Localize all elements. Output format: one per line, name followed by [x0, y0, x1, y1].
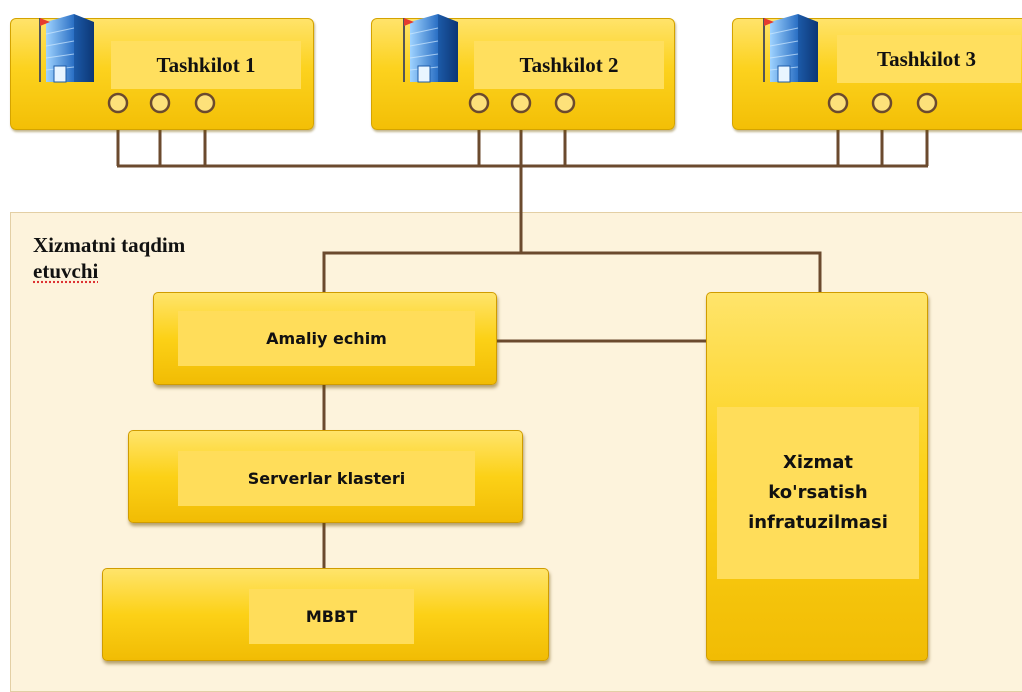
solution-label: Amaliy echim — [178, 311, 475, 366]
office-building-icon — [39, 14, 94, 83]
provider-title-line1: Xizmatni taqdim — [33, 233, 186, 257]
port-circle — [554, 92, 576, 114]
service-infrastructure-label: Xizmat ko'rsatish infratuzilmasi — [717, 407, 919, 579]
port-circles — [107, 92, 938, 114]
port-circle — [916, 92, 938, 114]
organization-label: Tashkilot 1 — [111, 41, 301, 89]
server-cluster-box: Serverlar klasteri — [128, 430, 523, 523]
provider-title: Xizmatni taqdim etuvchi — [33, 232, 185, 284]
organization-label: Tashkilot 3 — [837, 35, 1021, 83]
port-circle — [827, 92, 849, 114]
service-infrastructure-line2: ko'rsatish — [768, 482, 868, 503]
port-circle — [194, 92, 216, 114]
server-cluster-label: Serverlar klasteri — [178, 451, 475, 506]
office-building-icon — [403, 14, 458, 83]
office-building-icon — [763, 14, 818, 83]
port-circle — [107, 92, 129, 114]
service-infrastructure-line1: Xizmat — [782, 452, 854, 473]
service-infrastructure-box: Xizmat ko'rsatish infratuzilmasi — [706, 292, 928, 661]
port-circle — [149, 92, 171, 114]
dbms-label: MBBT — [249, 589, 414, 644]
organization-label: Tashkilot 2 — [474, 41, 664, 89]
provider-title-line2: etuvchi — [33, 259, 99, 283]
distribution-line — [322, 251, 822, 292]
dbms-box: MBBT — [102, 568, 549, 661]
port-circle — [871, 92, 893, 114]
service-infrastructure-line3: infratuzilmasi — [748, 512, 888, 533]
port-circle — [468, 92, 490, 114]
solution-box: Amaliy echim — [153, 292, 497, 385]
port-circle — [510, 92, 532, 114]
